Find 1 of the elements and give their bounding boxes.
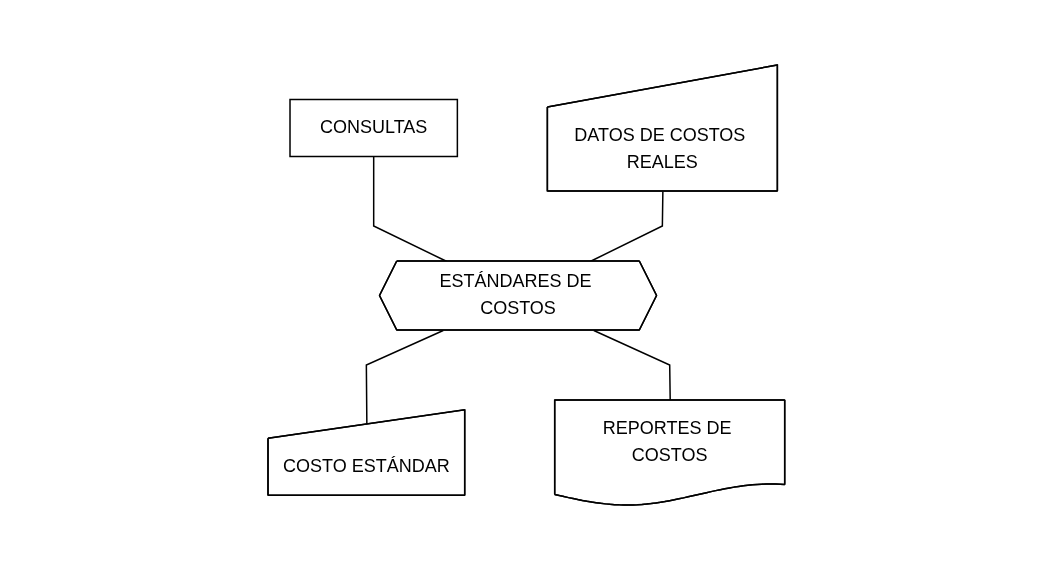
node-box: CONSULTAS [288,98,458,157]
